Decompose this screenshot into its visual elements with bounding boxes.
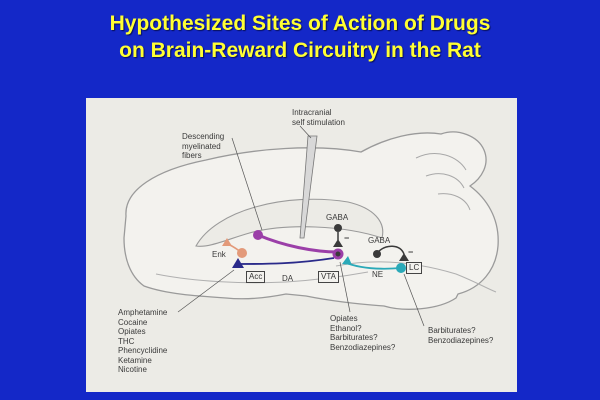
vta-drug: Barbiturates? <box>330 333 378 342</box>
descending-fibers-label: Descending myelinated fibers <box>182 132 225 160</box>
lc-box: LC <box>406 262 423 274</box>
acc-drug: Amphetamine <box>118 308 168 317</box>
brainstem-outline <box>335 261 497 293</box>
acc-drug: Cocaine <box>118 317 148 327</box>
ventral-outline <box>155 271 369 284</box>
acc-drug: Opiates <box>118 327 146 336</box>
acc-drug: THC <box>118 336 135 346</box>
vta-drug: Benzodiazepines? <box>330 342 396 352</box>
acc-drug: Ketamine <box>118 355 152 365</box>
gaba-vta-soma <box>334 224 342 232</box>
vta-drug: Ethanol? <box>330 323 362 333</box>
brain-diagram-svg <box>123 125 499 327</box>
da-label: DA <box>282 274 294 283</box>
stimulation-label: Intracranial self stimulation <box>292 108 345 127</box>
gaba-lc-axon <box>377 245 405 255</box>
ne-label: NE <box>372 270 384 279</box>
title-line-1: Hypothesized Sites of Action of Drugs <box>109 12 491 35</box>
acc-drug-pointer <box>177 269 235 313</box>
myelinated-fiber-soma <box>253 230 263 240</box>
gaba-lc-terminal <box>399 253 409 261</box>
lc-drug-pointer <box>403 273 425 327</box>
descending-pointer <box>231 137 263 231</box>
acc-drug-list: Amphetamine Cocaine Opiates THC Phencycl… <box>118 308 167 375</box>
brain-diagram: Intracranial self stimulation Descending… <box>86 98 517 392</box>
acc-drug: Nicotine <box>118 365 147 374</box>
gaba-lc-inhibitory-sign: − <box>408 247 414 257</box>
gaba-vta-inhibitory-sign: − <box>344 233 350 243</box>
stimulation-pointer <box>299 125 312 139</box>
cerebellum-folds <box>415 153 471 211</box>
corpus-callosum <box>195 198 384 247</box>
gaba-vta-terminal <box>333 239 343 247</box>
slide-title: Hypothesized Sites of Action of Drugs on… <box>0 10 600 64</box>
enk-terminal <box>222 238 232 246</box>
acc-box: Acc <box>246 271 266 283</box>
gaba-lc-soma <box>373 250 381 258</box>
lc-drug-list: Barbiturates? Benzodiazepines? <box>428 326 493 345</box>
lc-drug: Benzodiazepines? <box>428 335 494 345</box>
lc-neuron-soma <box>396 263 406 273</box>
vta-drug-list: Opiates Ethanol? Barbiturates? Benzodiaz… <box>330 314 395 352</box>
vta-drug-pointer <box>339 261 351 313</box>
da-terminal-acc <box>232 258 244 268</box>
title-line-2: on Brain-Reward Circuitry in the Rat <box>119 39 481 62</box>
enk-label: Enk <box>212 250 226 259</box>
lc-drug: Barbiturates? <box>428 326 476 335</box>
myelinated-fiber-path <box>257 233 339 254</box>
ne-terminal-vta <box>342 256 352 265</box>
stimulation-electrode <box>299 135 318 239</box>
da-pathway <box>237 257 335 265</box>
vta-box: VTA <box>318 271 339 283</box>
gaba-vta-label: GABA <box>326 213 349 222</box>
gaba-lc-label: GABA <box>368 236 391 245</box>
vta-drug: Opiates <box>330 314 358 323</box>
acc-drug: Phencyclidine <box>118 346 168 355</box>
